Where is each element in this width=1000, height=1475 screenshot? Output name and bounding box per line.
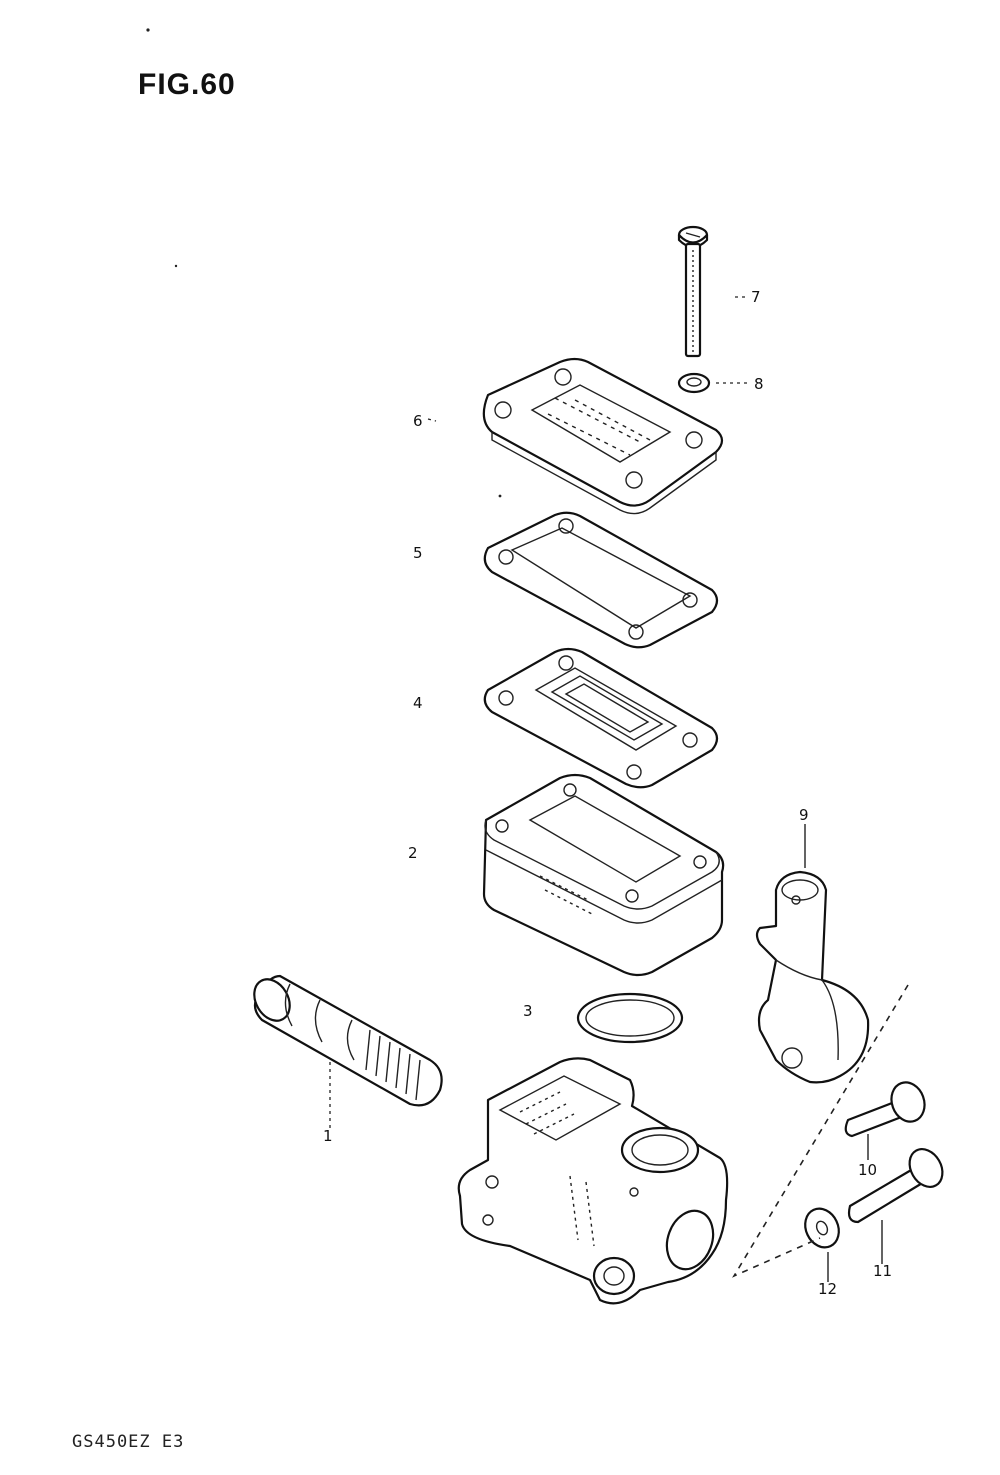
model-code: GS450EZ E3 (72, 1432, 185, 1452)
part-9-clamp (755, 870, 870, 1084)
part-4-diaphragm (483, 647, 719, 789)
part-1-piston (253, 974, 443, 1107)
callout-12: 12 (818, 1280, 837, 1298)
part-5-plate (483, 511, 719, 649)
part-7-screw (677, 225, 709, 358)
callout-11: 11 (873, 1262, 892, 1280)
part-8-washer (677, 372, 711, 394)
part-2-reservoir (482, 773, 725, 977)
scan-speck (146, 28, 150, 32)
callout-6: 6 (413, 412, 423, 430)
leader-6 (427, 418, 437, 422)
callout-3: 3 (523, 1002, 533, 1020)
scan-speck (498, 494, 502, 498)
callout-1: 1 (323, 1127, 333, 1145)
part-3-o-ring (576, 992, 684, 1044)
scan-speck (174, 264, 178, 268)
callout-8: 8 (754, 375, 764, 393)
callout-5: 5 (413, 544, 423, 562)
callout-10: 10 (858, 1161, 877, 1179)
assembly-bracket-line (732, 984, 909, 1278)
callout-2: 2 (408, 844, 418, 862)
figure-title: FIG.60 (138, 68, 236, 101)
callout-4: 4 (413, 694, 423, 712)
callout-7: 7 (751, 288, 761, 306)
part-10-bolt (844, 1081, 926, 1138)
part-11-bolt (847, 1148, 944, 1224)
part-6-cover (482, 357, 724, 515)
part-12-washer (804, 1207, 840, 1249)
callout-9: 9 (799, 806, 809, 824)
master-cylinder-body (457, 1057, 729, 1305)
